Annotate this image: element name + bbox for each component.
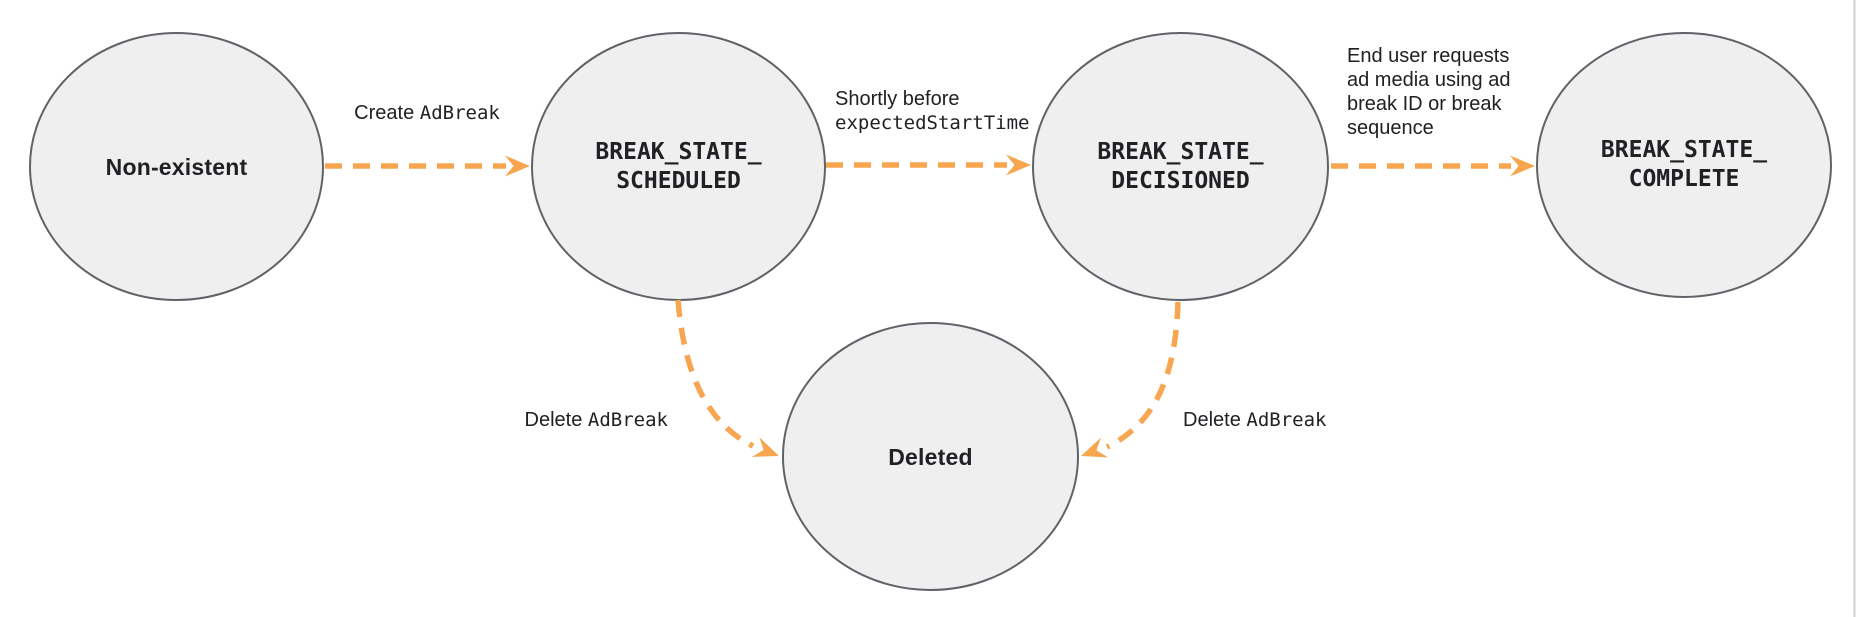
node-circle-break-state-complete <box>1536 32 1832 298</box>
node-circle-deleted <box>782 322 1079 591</box>
edge-delete-adbreak-right-arrowhead-icon <box>1081 437 1109 458</box>
edge-shortly-before-arrowhead-icon <box>1006 154 1031 176</box>
edge-delete-adbreak-right-line <box>1105 301 1181 450</box>
edge-end-user-requests-arrowhead-icon <box>1510 155 1535 177</box>
edge-delete-adbreak-left-line <box>675 299 755 449</box>
edge-create-adbreak-arrowhead-icon <box>505 155 530 177</box>
node-circle-non-existent <box>29 32 324 301</box>
node-circle-break-state-decisioned <box>1032 32 1329 301</box>
node-circle-break-state-scheduled <box>531 32 826 301</box>
edge-delete-adbreak-left-arrowhead-icon <box>751 437 779 457</box>
